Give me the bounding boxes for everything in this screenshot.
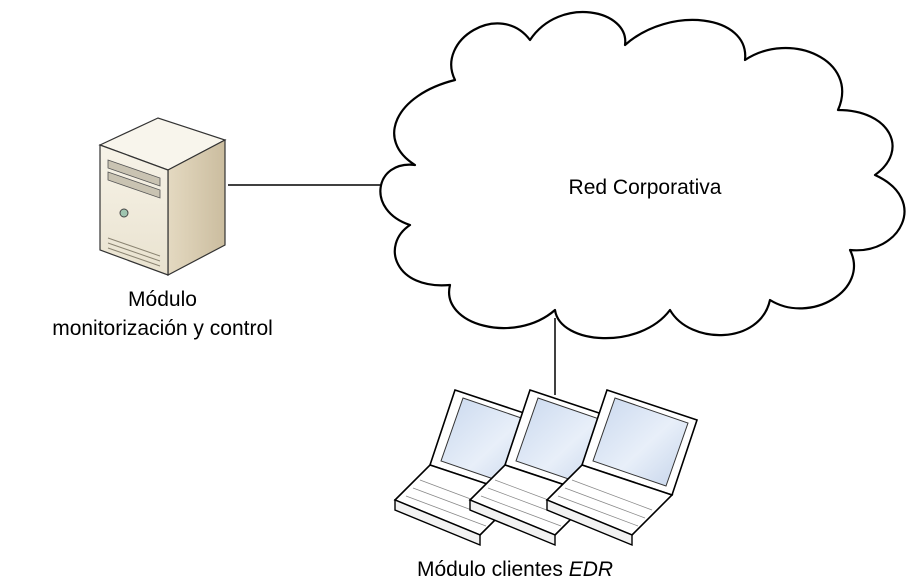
cloud-icon	[379, 11, 906, 340]
clients-label: Módulo clientes EDR	[350, 555, 680, 584]
laptop-icon	[468, 388, 622, 547]
laptop-icon	[545, 388, 699, 547]
clients-label-emphasis: EDR	[568, 558, 614, 581]
server-tower-icon	[98, 117, 227, 276]
network-label: Red Corporativa	[568, 176, 722, 199]
clients-label-text: Módulo clientes	[416, 558, 569, 581]
server-label-line1: Módulo	[128, 288, 197, 311]
server-label: Módulo monitorización y control	[0, 285, 325, 343]
server-label-line2: monitorización y control	[52, 317, 273, 340]
